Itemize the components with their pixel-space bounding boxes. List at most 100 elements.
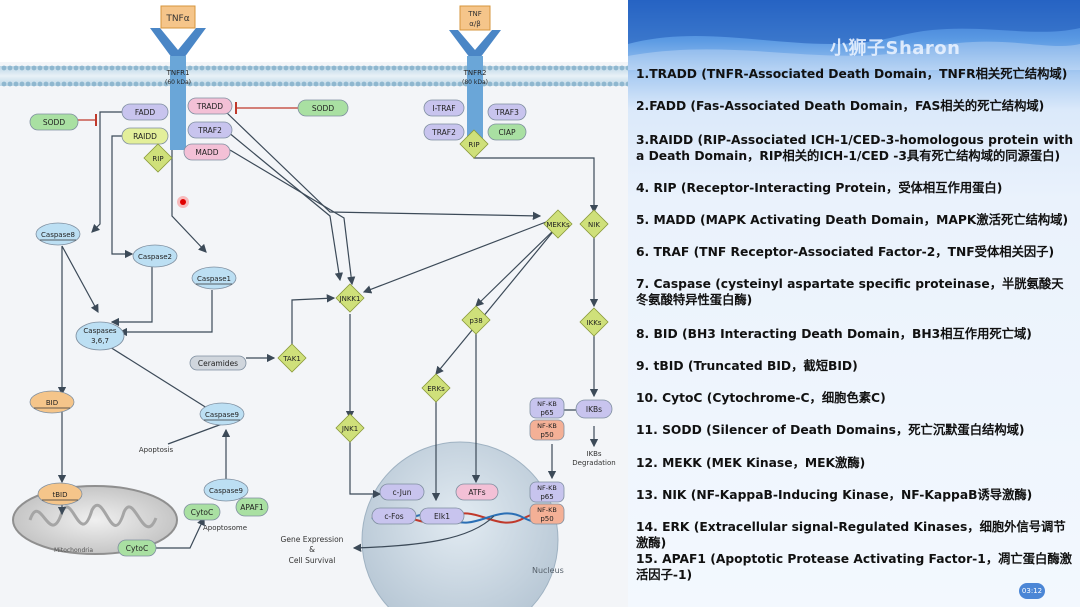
- membrane-lipid: [25, 81, 31, 87]
- rip-left-node-shape: [143, 143, 173, 173]
- membrane-lipid: [403, 65, 409, 71]
- bid-node-label: BID: [46, 399, 58, 407]
- membrane-lipid: [223, 81, 229, 87]
- apoptosis-label: Apoptosis: [139, 446, 174, 454]
- caspase9-top-node-label: Caspase9: [205, 411, 239, 419]
- membrane-lipid: [403, 81, 409, 87]
- traf2-node-label: TRAF2: [197, 126, 222, 135]
- nfkb-upper-p50-shape: [529, 419, 565, 441]
- caspases-367-node-shape: [75, 321, 125, 351]
- membrane-lipid: [139, 65, 145, 71]
- membrane-lipid: [157, 65, 163, 71]
- membrane-lipid: [187, 65, 193, 71]
- membrane-lipid: [79, 81, 85, 87]
- membrane-lipid: [7, 65, 13, 71]
- membrane-lipid: [601, 65, 607, 71]
- membrane-lipid: [199, 81, 205, 87]
- sodd-right-node-shape: [297, 99, 349, 117]
- membrane-lipid: [355, 81, 361, 87]
- membrane-lipid: [121, 81, 127, 87]
- membrane-lipid: [301, 81, 307, 87]
- membrane-lipid: [499, 65, 505, 71]
- membrane-lipid: [511, 81, 517, 87]
- gene-expression-label: Gene Expression: [281, 535, 344, 544]
- caspase9-bottom-node-shape: [203, 478, 249, 502]
- nfkb-lower-p65-label: p65: [540, 493, 553, 501]
- jnkk1-node-label: JNKK1: [339, 295, 361, 303]
- membrane-lipid: [55, 81, 61, 87]
- nfkb-upper-p65-label: p65: [540, 409, 553, 417]
- membrane-lipid: [421, 65, 427, 71]
- membrane-lipid: [187, 81, 193, 87]
- header-wave-decoration: [628, 0, 1080, 70]
- membrane-lipid: [13, 81, 19, 87]
- membrane-lipid: [619, 65, 625, 71]
- membrane-lipid: [379, 81, 385, 87]
- membrane-lipid: [313, 65, 319, 71]
- membrane-lipid: [553, 81, 559, 87]
- membrane-lipid: [115, 81, 121, 87]
- membrane-lipid: [577, 81, 583, 87]
- membrane-lipid: [427, 65, 433, 71]
- mekks-node-shape: [543, 209, 573, 239]
- membrane-lipid: [19, 81, 25, 87]
- membrane-lipid: [289, 65, 295, 71]
- membrane-lipid: [295, 65, 301, 71]
- mekks-node-label: MEKKs: [546, 221, 570, 229]
- ikks-node-label: IKKs: [587, 319, 602, 327]
- sodd-left-node-label: SODD: [43, 118, 65, 127]
- caspases-367-label-top: Caspases: [83, 327, 117, 335]
- membrane-lipid: [493, 81, 499, 87]
- membrane-lipid: [55, 65, 61, 71]
- tnf-pathway-diagram: Nucleus Mitochondria: [0, 5, 631, 611]
- caspase9-bottom-node-label: Caspase9: [209, 487, 243, 495]
- membrane-lipid: [85, 65, 91, 71]
- membrane-lipid: [235, 65, 241, 71]
- elk1-node-label: Elk1: [434, 512, 450, 521]
- membrane-lipid: [31, 81, 37, 87]
- membrane-lipid: [397, 81, 403, 87]
- membrane-lipid: [211, 65, 217, 71]
- mitochondria-label: Mitochondria: [54, 547, 93, 554]
- glossary-item: 2.FADD (Fas-Associated Death Domain，FAS相…: [636, 99, 1045, 113]
- membrane-lipid: [547, 65, 553, 71]
- cell-survival-label: Cell Survival: [289, 556, 336, 565]
- jnk1-node-shape: [335, 413, 365, 443]
- caspase2-node-label: Caspase2: [138, 253, 172, 261]
- nfkb-lower-p50-title: NF-KB: [537, 506, 557, 514]
- rip-right-node-shape: [459, 129, 489, 159]
- erks-node-label: ERKs: [427, 385, 445, 393]
- brand-watermark: 小狮子Sharon: [830, 38, 961, 59]
- traf3-node-shape: [487, 103, 527, 121]
- c-jun-node-shape: [379, 483, 425, 501]
- atfs-node-label: ATFs: [468, 488, 485, 497]
- membrane-lipid: [439, 81, 445, 87]
- caspases-367-label-bottom: 3,6,7: [91, 337, 109, 345]
- membrane-lipid: [409, 65, 415, 71]
- membrane-lipid: [373, 65, 379, 71]
- membrane-lipid: [259, 81, 265, 87]
- membrane-lipid: [241, 65, 247, 71]
- membrane-lipid: [283, 81, 289, 87]
- tnfr1-receptor: TNFα TNFR1 (60 kDa): [150, 5, 206, 150]
- membrane-lipid: [97, 65, 103, 71]
- membrane-lipid: [535, 81, 541, 87]
- membrane-lipid: [289, 81, 295, 87]
- nfkb-upper-p50-title: NF-KB: [537, 422, 557, 430]
- membrane-lipid: [307, 65, 313, 71]
- membrane-lipid: [595, 65, 601, 71]
- membrane-lipid: [373, 81, 379, 87]
- c-fos-node-shape: [371, 507, 417, 525]
- membrane-lipid: [193, 81, 199, 87]
- playback-timer[interactable]: 03:12: [1019, 583, 1045, 599]
- membrane-lipid: [493, 65, 499, 71]
- membrane-lipid: [505, 81, 511, 87]
- cell-membrane: [0, 65, 631, 87]
- tbid-node-shape: [37, 482, 83, 506]
- rip-left-node-label: RIP: [152, 155, 163, 163]
- traf2-right-node-label: TRAF2: [431, 128, 456, 137]
- membrane-lipid: [529, 81, 535, 87]
- nfkb-lower-p65-title: NF-KB: [537, 484, 557, 492]
- membrane-lipid: [37, 65, 43, 71]
- tnf-alpha-ligand: TNFα: [165, 14, 189, 24]
